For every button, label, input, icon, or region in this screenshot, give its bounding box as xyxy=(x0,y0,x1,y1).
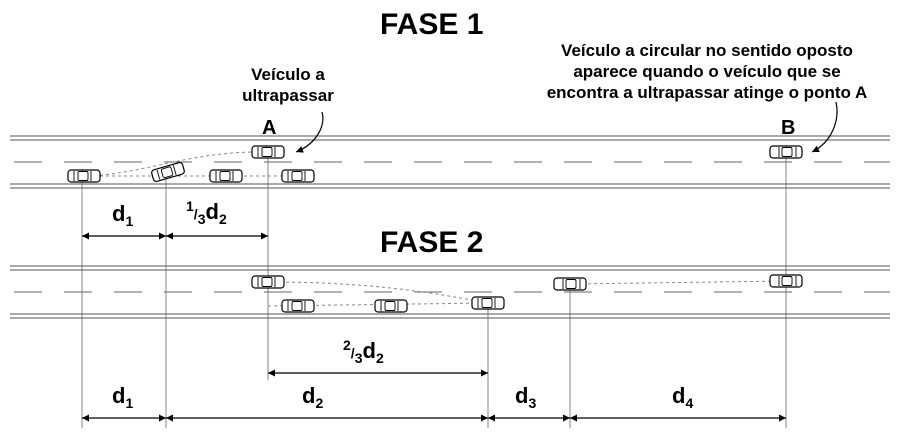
opposing-note-line-1: Veículo a circular no sentido oposto xyxy=(561,41,853,60)
frac-num: 1 xyxy=(186,198,194,214)
dim-sub: 3 xyxy=(528,395,537,411)
overtaking-note-line-1: Veículo a xyxy=(251,65,325,84)
vehicle-rear-window xyxy=(156,169,161,180)
overtaking-vehicle-note: Veículo a ultrapassar xyxy=(228,64,348,106)
phase1-overtaken-vehicle xyxy=(209,169,243,183)
dim-sub: 1 xyxy=(125,395,134,411)
dim-sub: 4 xyxy=(685,395,694,411)
overtaking-leader-arrow xyxy=(295,111,324,153)
dim-sub: 1 xyxy=(125,213,134,229)
phase1-dim-third-d2-label: 1/3d2 xyxy=(186,198,227,227)
dim-sub: 2 xyxy=(218,211,227,227)
phase2-return-path xyxy=(267,281,489,304)
phase-1-title: FASE 1 xyxy=(380,8,484,41)
opposing-note-line-2: aparece quando o veículo que se xyxy=(573,62,841,81)
vehicle-cabin xyxy=(291,171,303,181)
phase2-overtaken-vehicle-start xyxy=(281,299,315,313)
point-a-label: A xyxy=(262,117,277,139)
vehicle-cabin xyxy=(384,301,396,311)
phase2-dim-d3-label: d3 xyxy=(515,383,537,411)
frac-den: 3 xyxy=(197,211,206,227)
phase2-overtaken-vehicle-end xyxy=(374,299,408,313)
opposing-vehicle-note: Veículo a circular no sentido oposto apa… xyxy=(517,40,897,103)
dim-main: d xyxy=(362,338,376,363)
phase2-opposing-vehicle-start xyxy=(769,274,803,288)
phase1-opposing-vehicle-at-b xyxy=(769,145,803,159)
vehicle-cabin xyxy=(77,171,89,181)
vehicle-cabin xyxy=(781,147,793,157)
opposing-leader-arrow xyxy=(811,101,838,153)
phase2-dim-d4-label: d4 xyxy=(672,383,694,411)
phase-2-title: FASE 2 xyxy=(380,226,484,259)
vehicle-cabin xyxy=(481,298,493,308)
dim-main: d xyxy=(672,383,686,408)
dim-main: d xyxy=(112,201,126,226)
phase2-overtaking-vehicle-end xyxy=(471,296,505,310)
phase2-opposing-vehicle-end xyxy=(553,277,587,291)
overtaking-note-line-2: ultrapassar xyxy=(242,86,334,105)
vehicle-cabin xyxy=(261,277,273,287)
phase2-overtaking-vehicle-at-a xyxy=(251,275,285,289)
vehicle-cabin xyxy=(781,276,793,286)
phase2-dim-two-thirds-d2-label: 2/3d2 xyxy=(343,337,384,366)
phase1-overtake-path xyxy=(81,151,269,177)
dim-main: d xyxy=(112,383,126,408)
vehicle-cabin xyxy=(261,147,273,157)
point-b-label: B xyxy=(781,117,796,139)
dim-main: d xyxy=(302,383,316,408)
opposing-note-line-3: encontra a ultrapassar atinge o ponto A xyxy=(546,83,868,102)
phase1-overtaking-vehicle-at-a xyxy=(251,145,285,159)
vehicle-cabin xyxy=(219,171,231,181)
vehicle-windshield xyxy=(172,165,177,176)
phase1-overtaking-vehicle-turning xyxy=(151,161,185,183)
dim-main: d xyxy=(515,383,529,408)
dim-main: d xyxy=(205,199,219,224)
phase1-overtaken-vehicle-ahead xyxy=(281,169,315,183)
dim-sub: 2 xyxy=(375,350,384,366)
phase1-dim-d1-label: d1 xyxy=(112,201,134,229)
phase2-dim-d1-label: d1 xyxy=(112,383,134,411)
phase1-overtaking-vehicle-start xyxy=(67,169,101,183)
phase2-dim-d2-label: d2 xyxy=(302,383,324,411)
vehicle-cabin xyxy=(565,279,577,289)
vehicle-cabin xyxy=(291,301,303,311)
frac-num: 2 xyxy=(343,337,351,353)
vehicle-cabin xyxy=(160,166,174,179)
dim-sub: 2 xyxy=(315,395,324,411)
frac-den: 3 xyxy=(354,350,363,366)
phase2-opposing-path xyxy=(569,280,787,285)
